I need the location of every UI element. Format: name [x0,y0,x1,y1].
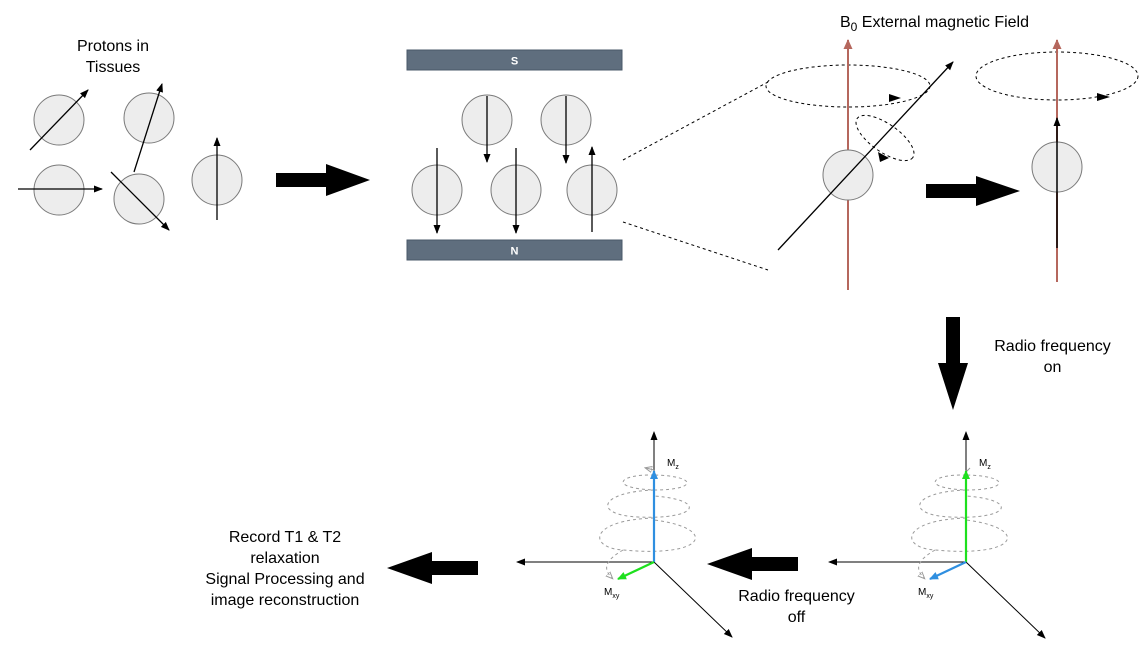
rf-off-label: Radio frequency off [724,586,869,628]
aligned-proton-3 [411,148,463,234]
record-line-2: relaxation [250,550,320,567]
process-arrow-right-1 [276,164,370,196]
b0-label-text: B0 External magnetic Field [840,14,1029,35]
proton-random-4 [110,171,170,231]
magnet-south-pole: S [406,49,623,71]
aligned-proton-5 [566,146,618,232]
rf-on-line-1: Radio frequency [994,338,1111,355]
magnet-panel: S N [406,49,623,261]
rf-off-line-2: off [787,609,806,626]
protons-in-tissues-label: Protons in Tissues [58,36,168,78]
b0-field-label: B0 External magnetic Field [840,12,1100,38]
mz-label-rf-off: Mz [667,458,679,471]
zoom-line-bottom [622,221,769,271]
process-arrow-down [938,317,968,410]
aligned-proton-1 [461,94,513,163]
process-arrow-left-2 [387,552,478,584]
process-arrow-left-1 [707,548,798,580]
magnet-north-pole: N [406,239,623,261]
mxy-vector-rf-off [617,561,655,580]
rf-on-line-2: on [1043,359,1062,376]
zoom-line-top [622,81,769,161]
rf-on-axes [828,431,1046,639]
precession-panel [765,39,954,290]
aligned-b0-panel [975,39,1139,282]
rf-off-axes [516,431,733,638]
rf-on-label: Radio frequency on [980,336,1125,378]
protons-label-line-2: Tissues [85,59,141,76]
mxy-vector-rf-on [929,561,967,580]
record-line-3: Signal Processing and [205,571,365,588]
mxy-label-rf-on: Mxy [918,587,934,600]
mz-label-rf-on: Mz [979,458,991,471]
proton-spin-axis [777,61,954,251]
proton-random-1 [29,89,89,151]
proton-random-3 [18,164,103,216]
rf-off-line-1: Radio frequency [738,588,855,605]
aligned-proton-2 [540,94,592,164]
proton-random-2 [123,83,175,173]
proton-random-5 [191,137,243,220]
record-line-4: image reconstruction [210,592,360,609]
protons-label-line-1: Protons in [76,38,150,55]
aligned-proton-4 [490,148,542,234]
random-protons-panel [18,83,243,231]
record-line-1: Record T1 & T2 [228,529,342,546]
mxy-label-rf-off: Mxy [604,587,620,600]
svg-text:S: S [511,56,518,68]
record-relaxation-label: Record T1 & T2 relaxation Signal Process… [190,527,380,611]
svg-text:N: N [511,246,519,258]
process-arrow-right-2 [926,176,1020,206]
